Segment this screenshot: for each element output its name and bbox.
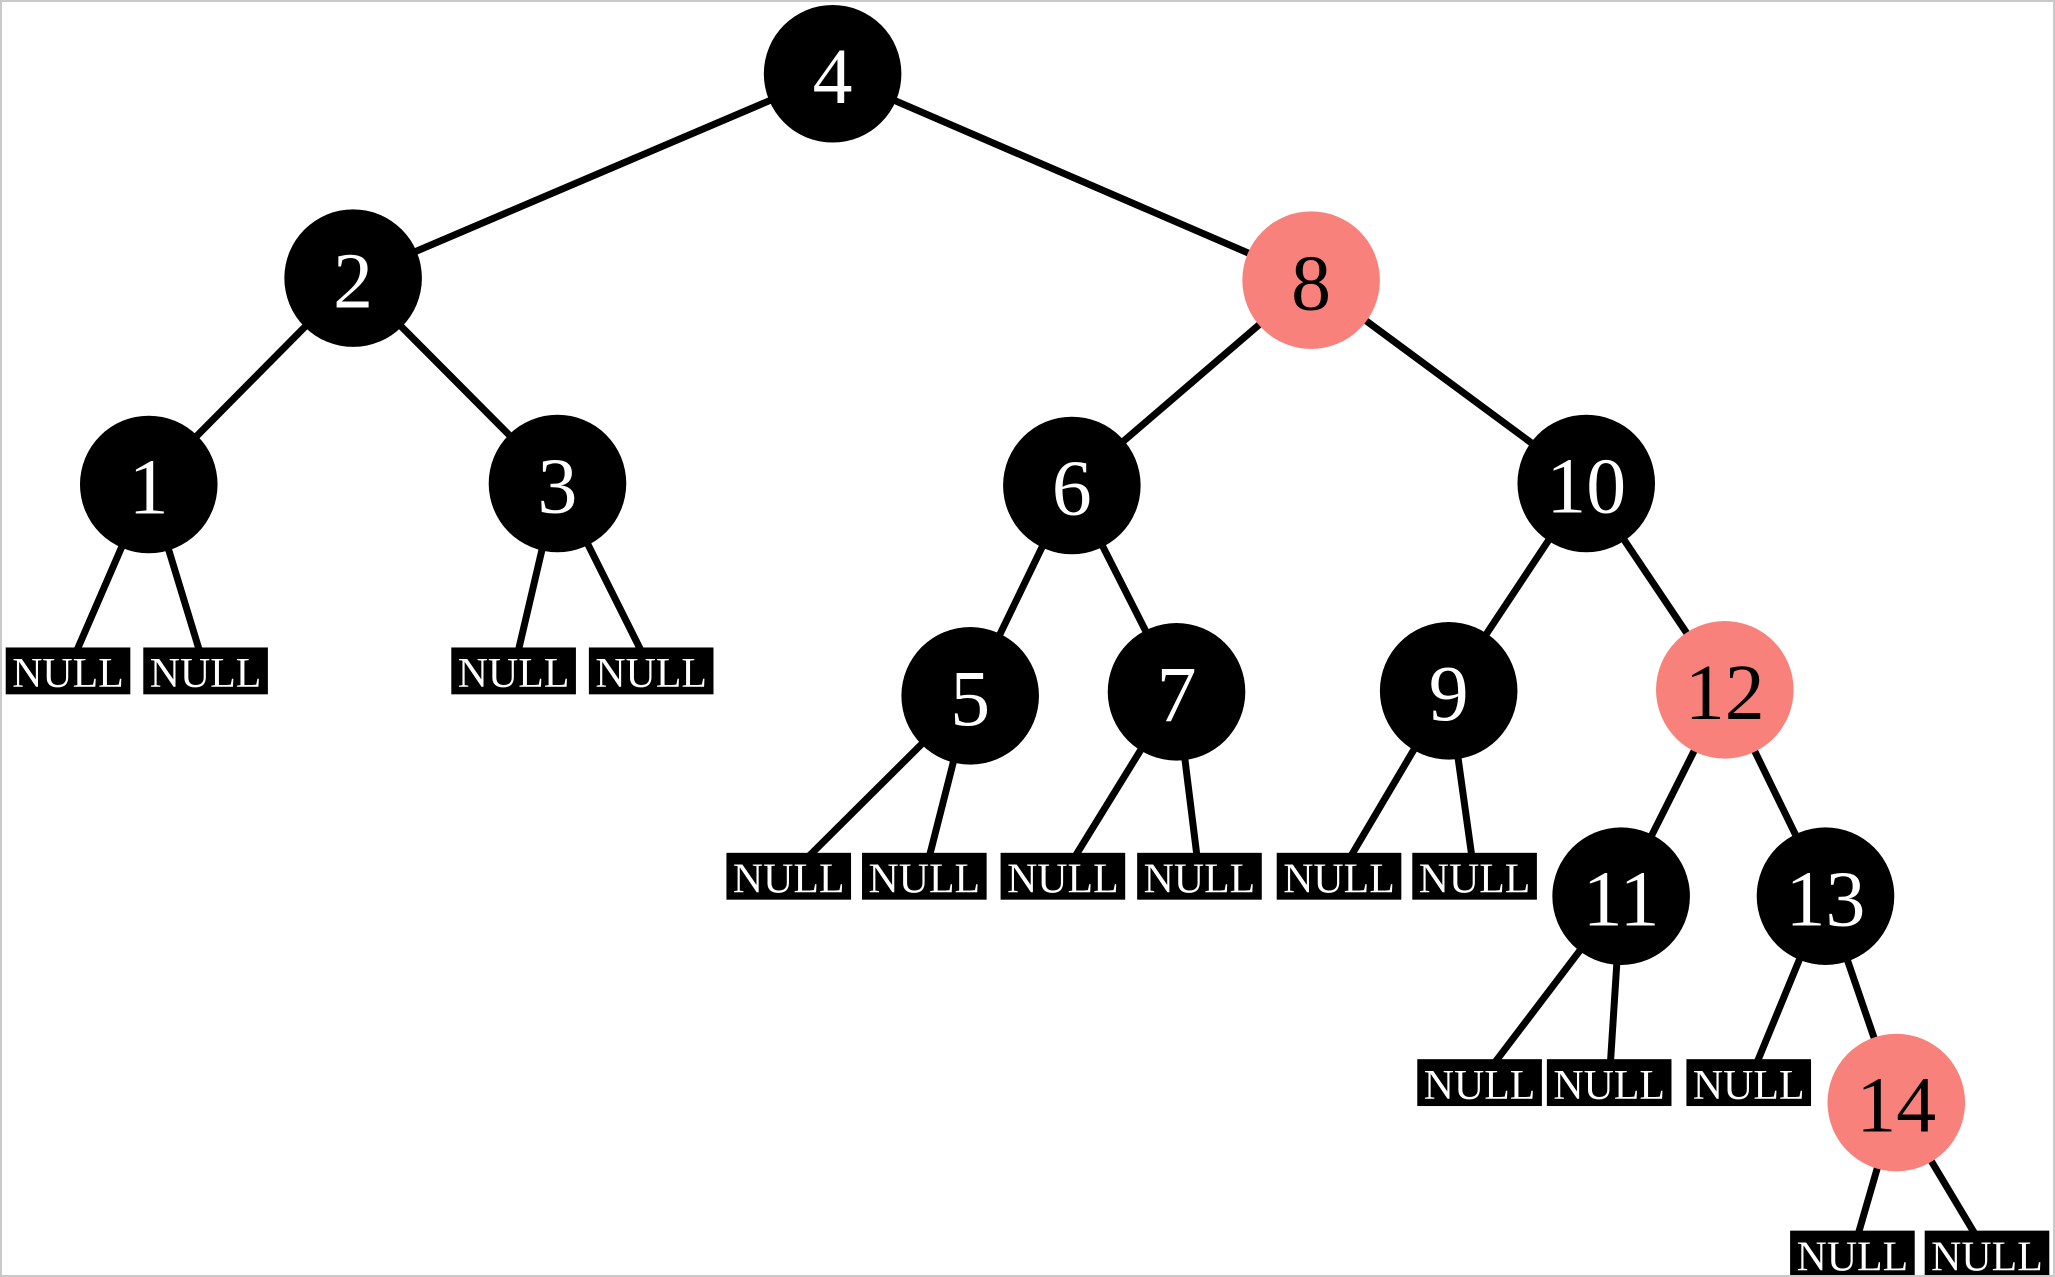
null-leaf-n1L: NULL xyxy=(5,647,131,697)
node-value-label: 8 xyxy=(1291,239,1331,327)
null-leaf-label: NULL xyxy=(1419,857,1531,903)
null-leaf-label: NULL xyxy=(595,651,707,697)
null-leaf-n11L: NULL xyxy=(1417,1059,1542,1109)
null-leaf-box xyxy=(1924,1230,2050,1275)
null-leaf-label: NULL xyxy=(12,651,124,697)
tree-node-2: 2 xyxy=(284,209,422,347)
black-node-circle xyxy=(1379,622,1518,760)
tree-node-10: 10 xyxy=(1517,414,1656,553)
null-leaf-n5R: NULL xyxy=(862,852,987,903)
tree-node-5: 5 xyxy=(901,627,1039,765)
node-value-label: 7 xyxy=(1157,651,1197,739)
tree-node-13: 13 xyxy=(1756,827,1895,965)
tree-node-8: 8 xyxy=(1242,211,1380,349)
black-node-circle xyxy=(1552,827,1690,965)
tree-node-9: 9 xyxy=(1379,622,1518,760)
null-leaf-label: NULL xyxy=(458,651,570,697)
null-leaf-label: NULL xyxy=(1553,1063,1665,1109)
null-leaf-n14L: NULL xyxy=(1790,1230,1915,1275)
null-leaf-n3L: NULL xyxy=(451,647,576,697)
tree-node-11: 11 xyxy=(1552,827,1690,965)
null-leaf-box xyxy=(1000,852,1126,900)
null-leaf-label: NULL xyxy=(1424,1063,1536,1109)
null-leaf-box xyxy=(5,647,131,695)
null-leaf-label: NULL xyxy=(869,857,981,903)
null-leaf-box xyxy=(1686,1059,1812,1107)
null-leaf-box xyxy=(1412,852,1537,900)
null-leaf-n9R: NULL xyxy=(1412,852,1537,903)
null-leaf-n11R: NULL xyxy=(1546,1059,1672,1109)
tree-node-3: 3 xyxy=(488,414,627,553)
black-node-circle xyxy=(488,414,627,553)
null-leaf-box xyxy=(143,647,268,695)
node-value-label: 12 xyxy=(1685,649,1765,737)
null-leaf-box xyxy=(1546,1059,1672,1107)
null-leaf-n1R: NULL xyxy=(143,647,268,697)
tree-node-12: 12 xyxy=(1656,621,1794,759)
red-node-circle xyxy=(1827,1033,1966,1172)
null-leaf-n5L: NULL xyxy=(726,852,852,903)
black-node-circle xyxy=(1107,623,1246,761)
null-leaf-label: NULL xyxy=(1007,857,1119,903)
null-leaf-box xyxy=(1417,1059,1542,1107)
null-leaf-box xyxy=(862,852,987,900)
black-node-circle xyxy=(284,209,422,347)
null-leaf-n3R: NULL xyxy=(588,647,714,697)
node-value-label: 11 xyxy=(1583,855,1660,943)
null-leaf-n7L: NULL xyxy=(1000,852,1126,903)
black-node-circle xyxy=(763,4,902,143)
null-leaf-n14R: NULL xyxy=(1924,1230,2050,1275)
edge-4-2 xyxy=(351,70,834,282)
tree-node-14: 14 xyxy=(1827,1033,1966,1172)
null-leaves-layer: NULL NULL NULL NULL NULL NULL NULL NULL NULL NULL… xyxy=(5,647,2050,1275)
black-node-circle xyxy=(1756,827,1895,965)
null-leaf-label: NULL xyxy=(1693,1063,1805,1109)
null-leaf-label: NULL xyxy=(1144,857,1256,903)
black-node-circle xyxy=(901,627,1039,765)
null-leaf-box xyxy=(1790,1230,1915,1275)
node-value-label: 2 xyxy=(333,237,373,325)
node-value-label: 9 xyxy=(1429,650,1469,738)
null-leaf-n9L: NULL xyxy=(1276,852,1402,903)
black-node-circle xyxy=(1517,414,1656,553)
tree-node-1: 1 xyxy=(79,415,218,554)
node-value-label: 4 xyxy=(813,33,853,121)
node-value-label: 6 xyxy=(1052,445,1092,533)
red-node-circle xyxy=(1656,621,1794,759)
node-value-label: 13 xyxy=(1786,855,1866,943)
null-leaf-label: NULL xyxy=(150,651,262,697)
node-value-label: 3 xyxy=(538,443,578,531)
null-leaf-box xyxy=(451,647,576,695)
null-leaf-label: NULL xyxy=(1931,1234,2043,1275)
null-leaf-label: NULL xyxy=(1797,1234,1909,1275)
null-leaf-label: NULL xyxy=(733,857,845,903)
black-node-circle xyxy=(79,415,218,554)
node-value-label: 5 xyxy=(950,655,990,743)
red-node-circle xyxy=(1242,211,1380,349)
null-leaf-box xyxy=(588,647,714,695)
edge-4-8 xyxy=(831,70,1313,284)
null-leaf-box xyxy=(726,852,852,900)
null-leaf-n13L: NULL xyxy=(1686,1059,1812,1109)
null-leaf-n7R: NULL xyxy=(1137,852,1262,903)
tree-node-7: 7 xyxy=(1107,623,1246,761)
null-leaf-box xyxy=(1276,852,1402,900)
node-value-label: 14 xyxy=(1856,1062,1936,1150)
null-leaf-label: NULL xyxy=(1283,857,1395,903)
node-value-label: 10 xyxy=(1546,443,1626,531)
node-value-label: 1 xyxy=(129,444,169,532)
null-leaf-box xyxy=(1137,852,1262,900)
tree-node-4: 4 xyxy=(763,4,902,143)
black-node-circle xyxy=(1003,416,1141,555)
tree-node-6: 6 xyxy=(1003,416,1141,555)
